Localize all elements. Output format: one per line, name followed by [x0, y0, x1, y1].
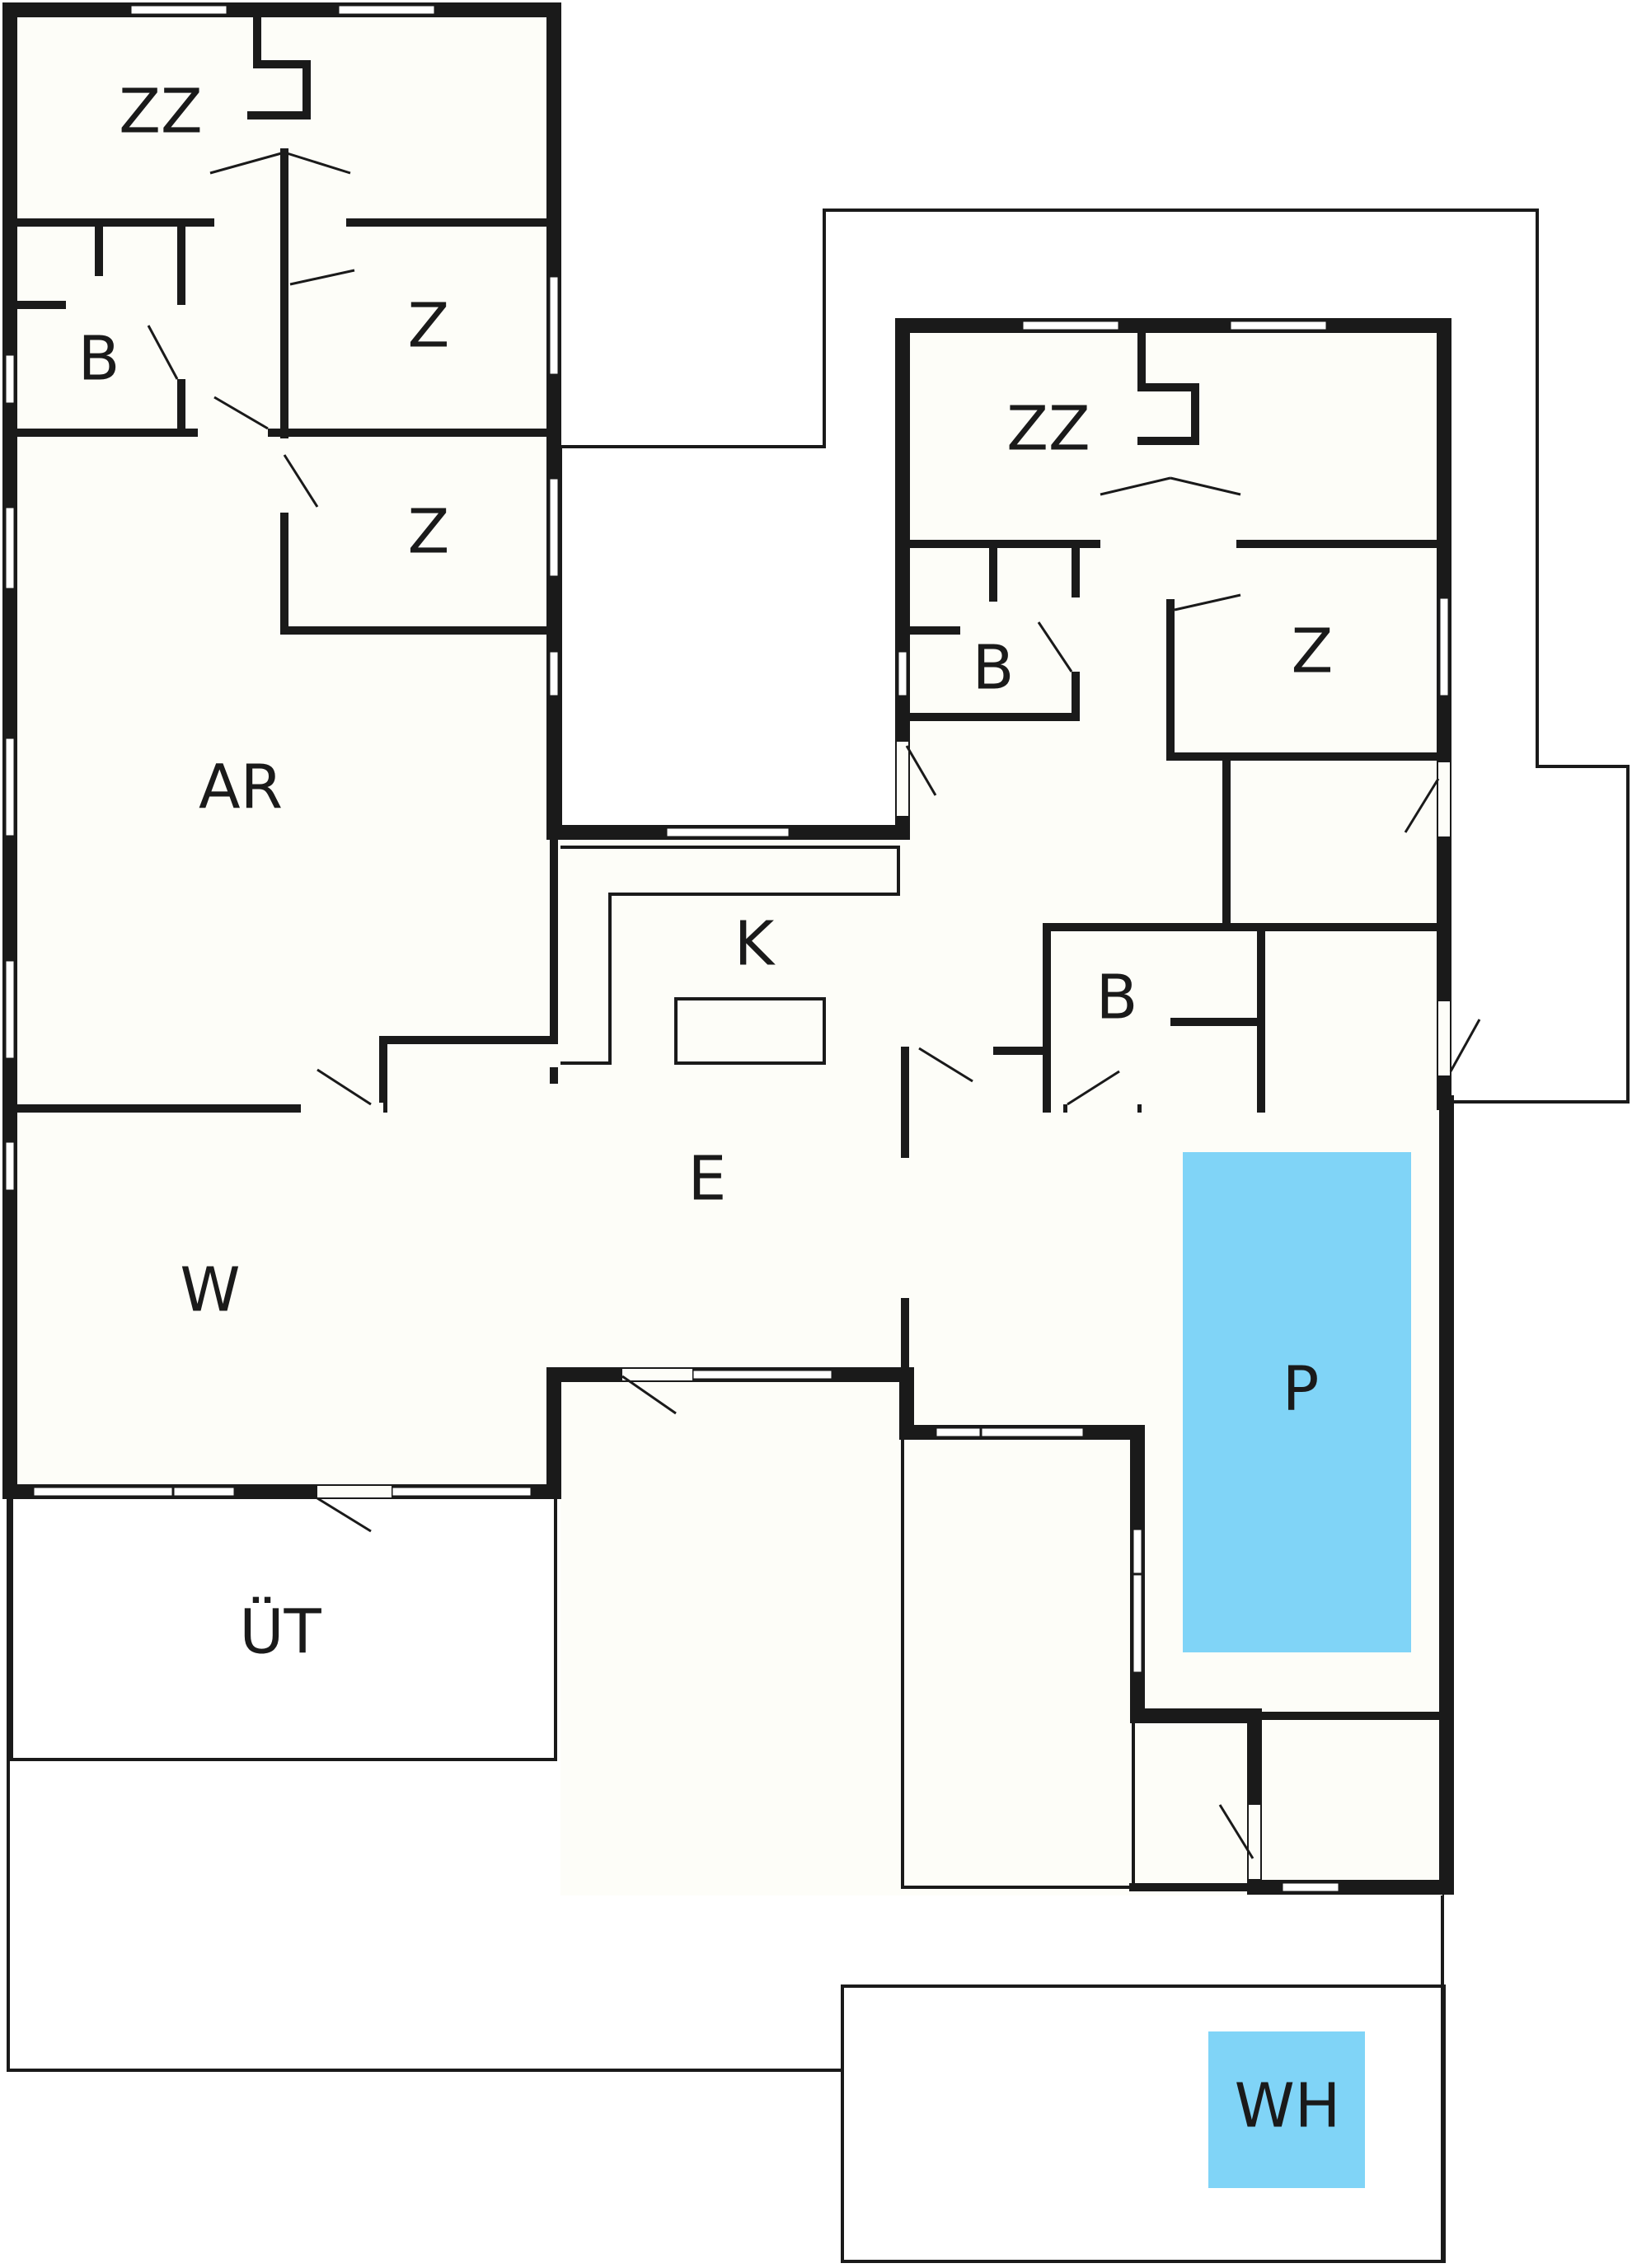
pool-water: [1183, 1152, 1411, 1652]
room-labels: ZZ B Z Z AR ZZ B Z K B E W P ÜT WH: [78, 77, 1341, 2142]
room-label-b: B: [78, 324, 120, 395]
room-label-z: Z: [1292, 616, 1334, 687]
doors: [147, 151, 1481, 1879]
room-label-zz: ZZ: [119, 77, 202, 148]
room-label-z: Z: [408, 291, 450, 362]
room-label-ar: AR: [199, 752, 283, 823]
room-label-z: Z: [408, 497, 450, 568]
room-label-p: P: [1283, 1354, 1320, 1425]
room-label-e: E: [688, 1144, 727, 1215]
room-label-k: K: [734, 909, 776, 980]
room-label-b: B: [973, 633, 1015, 704]
room-label-wh: WH: [1235, 2071, 1341, 2142]
room-label-zz: ZZ: [1006, 394, 1090, 465]
whirlpool-water: [1208, 2031, 1365, 2188]
kitchen-counter: [560, 846, 900, 1065]
room-label-ut: ÜT: [239, 1596, 321, 1668]
room-label-b: B: [1096, 963, 1138, 1033]
room-label-w: W: [180, 1255, 240, 1326]
whirlpool-outline: [841, 1984, 1446, 2263]
